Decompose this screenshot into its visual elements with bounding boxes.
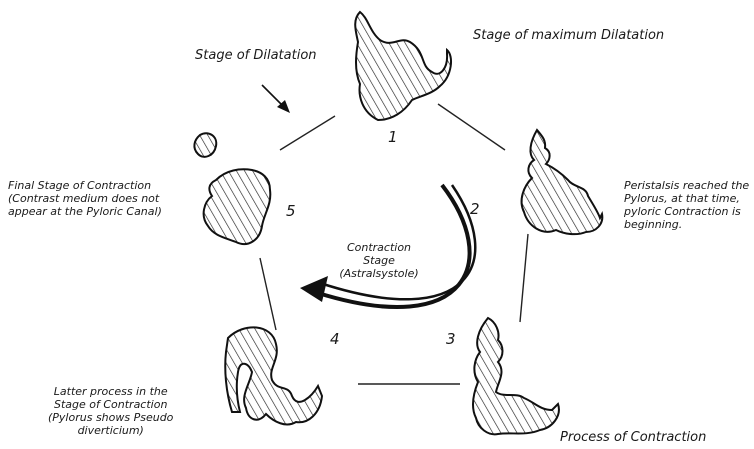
stomach-shape-stage-3 bbox=[473, 318, 559, 434]
label-contraction-line: (Astralsystole) bbox=[320, 268, 438, 281]
label-stage-2: Peristalsis reached the Pylorus, at that… bbox=[624, 180, 749, 232]
label-contraction-stage: Contraction Stage (Astralsystole) bbox=[320, 242, 438, 281]
stage-number-4: 4 bbox=[330, 330, 340, 348]
stomach-shape-stage-5 bbox=[194, 133, 270, 244]
label-stage-2-line: Pylorus, at that time, bbox=[624, 193, 749, 206]
stomach-shape-stage-2 bbox=[522, 130, 603, 234]
label-stage-5: Final Stage of Contraction (Contrast med… bbox=[8, 180, 162, 219]
stomach-shape-stage-4 bbox=[225, 327, 322, 424]
label-stage-1: Stage of maximum Dilatation bbox=[473, 28, 664, 43]
label-stage-4-line: diverticium) bbox=[48, 425, 173, 438]
label-stage-3: Process of Contraction bbox=[560, 430, 706, 445]
dilatation-arrow bbox=[262, 85, 290, 113]
edge-4-5 bbox=[260, 258, 276, 330]
label-stage-4: Latter process in the Stage of Contracti… bbox=[48, 386, 173, 438]
stage-number-1: 1 bbox=[388, 128, 398, 146]
label-stage-1-line: Stage of maximum Dilatation bbox=[473, 28, 664, 43]
stomach-shape-stage-1 bbox=[355, 12, 451, 120]
edge-5-1 bbox=[280, 116, 335, 150]
label-stage-5-line: appear at the Pyloric Canal) bbox=[8, 206, 162, 219]
label-stage-5-line: (Contrast medium does not bbox=[8, 193, 162, 206]
label-stage-4-line: (Pylorus shows Pseudo bbox=[48, 412, 173, 425]
stage-number-3: 3 bbox=[446, 330, 456, 348]
stage-number-5: 5 bbox=[286, 202, 296, 220]
stage-number-2: 2 bbox=[470, 200, 480, 218]
label-contraction-line: Stage bbox=[320, 255, 438, 268]
edge-1-2 bbox=[438, 104, 505, 150]
label-stage-4-line: Stage of Contraction bbox=[48, 399, 173, 412]
edge-2-3 bbox=[520, 234, 528, 322]
label-stage-2-line: pyloric Contraction is bbox=[624, 206, 749, 219]
label-stage-2-line: beginning. bbox=[624, 219, 749, 232]
label-stage-3-line: Process of Contraction bbox=[560, 430, 706, 445]
label-stage-of-dilatation: Stage of Dilatation bbox=[195, 48, 317, 63]
